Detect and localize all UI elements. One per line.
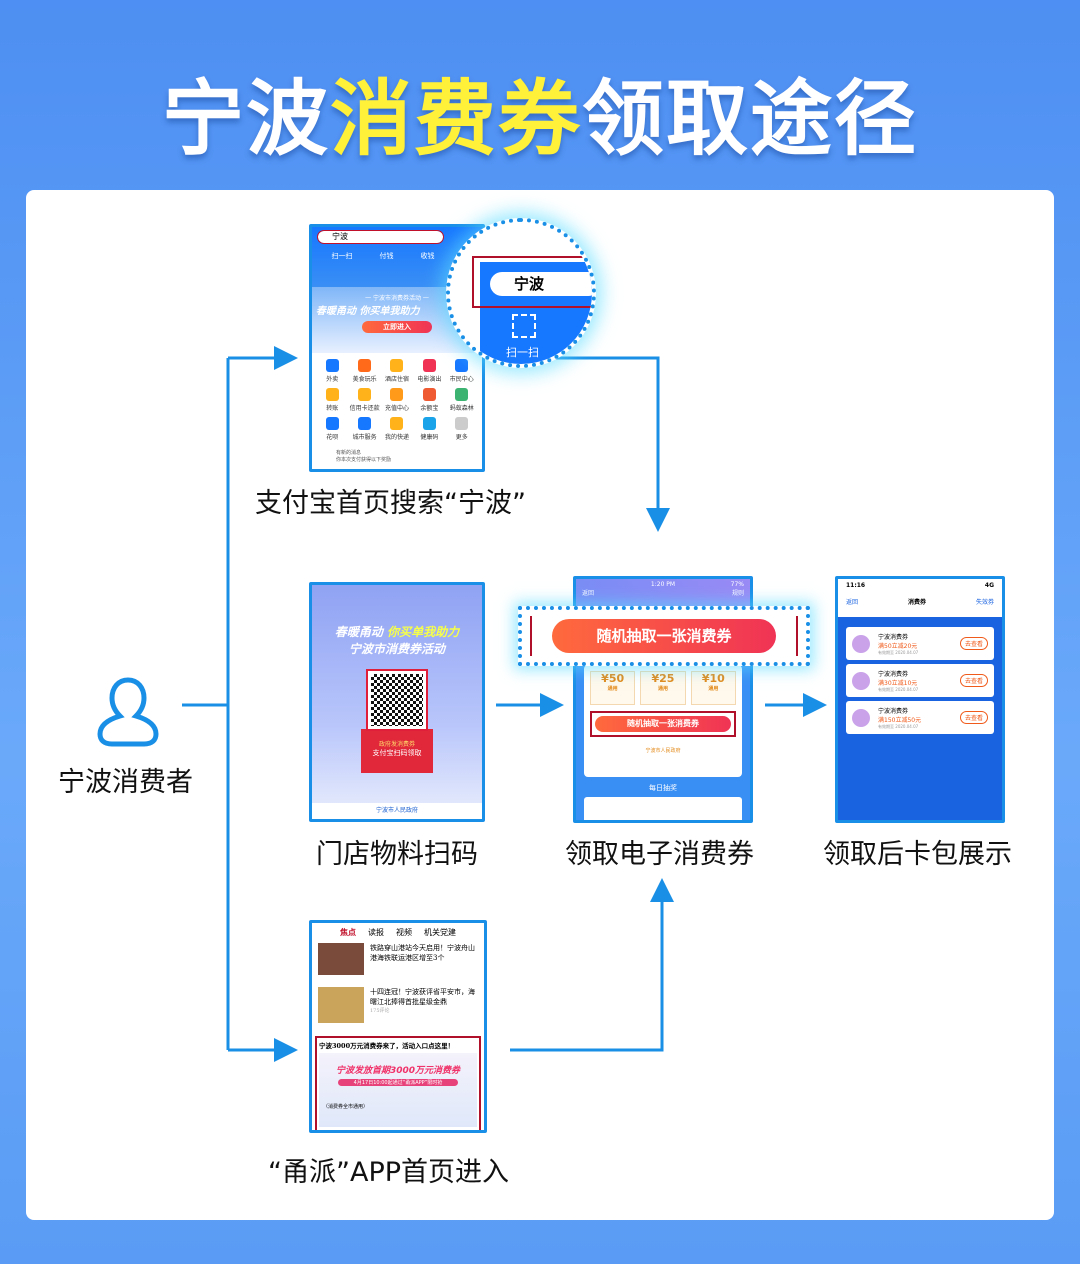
poster-title: 宁波市消费券活动 <box>348 642 445 656</box>
grid-item[interactable]: 电影演出 <box>413 359 445 383</box>
arrow-app-to-coupon <box>510 878 674 1052</box>
grid-item[interactable]: 花呗 <box>316 417 348 441</box>
zoom-search-text: 宁波 <box>490 272 592 296</box>
caption-app: “甬派”APP首页进入 <box>268 1157 510 1188</box>
alipay-search[interactable]: 宁波 <box>317 230 444 244</box>
grid-item[interactable]: 酒店住宿 <box>381 359 413 383</box>
expired-link[interactable]: 失效券 <box>975 599 994 606</box>
banner-title: 春暖甬动 你买单我助力 <box>316 306 420 317</box>
page-title: 宁波消费券领取途径 <box>161 72 919 167</box>
grid-item[interactable]: 健康码 <box>413 417 445 441</box>
notice-list: 有新的消息你本次支付获得以下奖励 <box>336 450 392 463</box>
grid-item[interactable]: 信用卡还款 <box>348 388 380 412</box>
service-grid: 外卖 美食玩乐 酒店住宿 电影演出 市民中心 转账 信用卡还款 充值中心 余额宝… <box>312 353 482 447</box>
qr-code[interactable] <box>366 669 428 731</box>
grid-item[interactable]: 充值中心 <box>381 388 413 412</box>
grid-item[interactable]: 城市服务 <box>348 417 380 441</box>
grid-item[interactable]: 蚂蚁森林 <box>446 388 478 412</box>
grid-item[interactable]: 美食玩乐 <box>348 359 380 383</box>
scan-icon <box>512 314 536 338</box>
grid-item[interactable]: 我的快递 <box>381 417 413 441</box>
status-time: 1:20 PM <box>650 581 676 588</box>
pay-button[interactable]: 付钱 <box>379 252 394 260</box>
grid-item[interactable]: 外卖 <box>316 359 348 383</box>
view-button[interactable]: 去查看 <box>959 637 988 650</box>
alipay-screenshot: 宁波 扫一扫 付钱 收钱 一 宁波市消费券活动 一 春暖甬动 你买单我助力 立即进入… <box>309 224 485 472</box>
tab-video[interactable]: 视频 <box>396 928 412 937</box>
poster-footer: 宁波市人民政府 <box>312 803 482 819</box>
enter-button[interactable]: 立即进入 <box>362 321 432 333</box>
receive-button[interactable]: 收钱 <box>420 252 435 260</box>
promo-entry[interactable]: 宁波3000万元消费券来了，活动入口点这里！ 宁波发放首期3000万元消费券 4… <box>315 1036 481 1130</box>
caption-coupon: 领取电子消费券 <box>565 839 754 870</box>
news-item[interactable]: 铁路穿山港站今天启用！宁波舟山港海铁联运港区增至3个 <box>312 940 484 984</box>
rule-link[interactable]: 规则 <box>731 590 744 597</box>
daily-lottery-label: 每日抽奖 <box>649 784 677 792</box>
draw-button-zoom: 随机抽取一张消费券 <box>518 606 810 666</box>
draw-coupon-button[interactable]: 随机抽取一张消费券 <box>595 716 731 732</box>
scan-button[interactable]: 扫一扫 <box>331 252 353 260</box>
grid-item[interactable]: 市民中心 <box>446 359 478 383</box>
arrow-alipay-to-coupon <box>545 356 670 532</box>
consumer-label: 宁波消费者 <box>58 767 193 798</box>
view-button[interactable]: 去查看 <box>959 711 988 724</box>
tab-focus[interactable]: 焦点 <box>340 927 356 937</box>
grid-item[interactable]: 更多 <box>446 417 478 441</box>
wallet-back-button[interactable]: 返回 <box>846 599 859 606</box>
grid-item[interactable]: 余额宝 <box>413 388 445 412</box>
tab-party[interactable]: 机关党建 <box>424 928 456 937</box>
battery-level: 77% <box>730 581 744 588</box>
caption-wallet: 领取后卡包展示 <box>823 839 1012 870</box>
poster-screenshot: 春暖甬动 你买单我助力 宁波市消费券活动 政府发消费券支付宝扫码领取 宁波市人民… <box>309 582 485 822</box>
back-button[interactable]: 返回 <box>582 590 595 597</box>
zoom-scan-label: 扫一扫 <box>506 346 539 359</box>
search-magnifier: 宁波 扫一扫 <box>446 218 596 368</box>
caption-alipay: 支付宝首页搜索“宁波” <box>255 488 526 519</box>
caption-poster: 门店物料扫码 <box>316 839 478 870</box>
app-screenshot: 焦点 读报 视频 机关党建 铁路穿山港站今天启用！宁波舟山港海铁联运港区增至3个 十四… <box>309 920 487 1133</box>
view-button[interactable]: 去查看 <box>959 674 988 687</box>
user-icon <box>97 677 159 747</box>
grid-item[interactable]: 转账 <box>316 388 348 412</box>
tab-paper[interactable]: 读报 <box>368 928 384 937</box>
banner-subtitle: 一 宁波市消费券活动 一 <box>365 295 429 302</box>
